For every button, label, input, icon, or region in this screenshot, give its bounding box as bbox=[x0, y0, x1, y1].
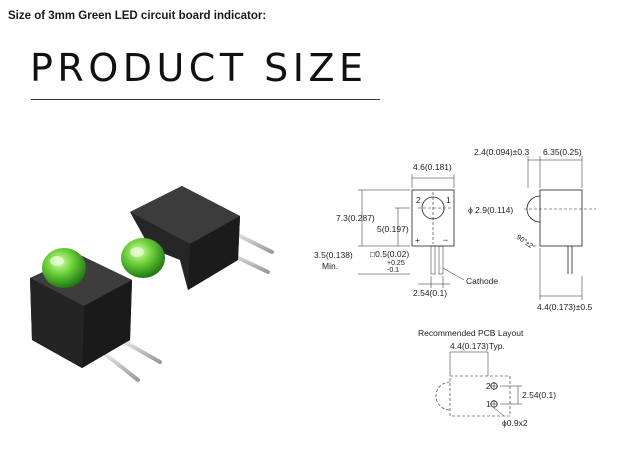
front-lead-dim: □0.5(0.02) bbox=[370, 249, 409, 259]
led-back bbox=[121, 186, 274, 290]
front-pin2-label: 2 bbox=[416, 195, 421, 205]
side-angle-dim: 90°±2° bbox=[515, 233, 537, 252]
page-title: PRODUCT SIZE bbox=[30, 46, 368, 90]
pcb-title: Recommended PCB Layout bbox=[418, 328, 524, 338]
front-width-dim: 4.6(0.181) bbox=[413, 162, 452, 172]
led-front bbox=[30, 248, 162, 382]
front-standoff-dim: 3.5(0.138) bbox=[314, 250, 353, 260]
pcb-width-dim: 4.4(0.173)Typ. bbox=[450, 341, 505, 351]
front-height-dim: 7.3(0.287) bbox=[336, 213, 375, 223]
pcb-pin1-label: 1 bbox=[486, 399, 491, 409]
front-lead-tol-minus: -0.1 bbox=[387, 267, 399, 274]
front-lead-tol-plus: +0.25 bbox=[387, 260, 405, 267]
side-body-dim: 6.35(0.25) bbox=[543, 147, 582, 157]
minus-sign: − bbox=[443, 235, 448, 245]
pcb-pitch-dim: 2.54(0.1) bbox=[522, 390, 556, 400]
plus-sign: + bbox=[415, 235, 420, 245]
pcb-layout: Recommended PCB Layout 4.4(0.173)Typ. 2 … bbox=[418, 328, 556, 428]
pcb-hole-dim: ϕ0.9x2 bbox=[502, 418, 528, 428]
pcb-pin2-label: 2 bbox=[486, 381, 491, 391]
front-pitch-dim: 2.54(0.1) bbox=[413, 288, 447, 298]
front-standoff-note: Min. bbox=[322, 261, 338, 271]
product-photo bbox=[30, 186, 274, 382]
front-pin1-label: 1 bbox=[446, 195, 451, 205]
cathode-label: Cathode bbox=[466, 276, 498, 286]
side-depth-dim: 4.4(0.173)±0.5 bbox=[537, 302, 593, 312]
side-lens-dim: ϕ 2.9(0.114) bbox=[468, 205, 513, 215]
front-lens-center-dim: 5(0.197) bbox=[377, 224, 409, 234]
dimension-drawing: 2 1 + − 4.6(0.181) 7.3(0.287) 5(0.197) 3… bbox=[314, 147, 596, 428]
page-caption: Size of 3mm Green LED circuit board indi… bbox=[8, 10, 267, 22]
side-view: 2.4(0.094)±0.3 6.35(0.25) ϕ 2.9(0.114) 9… bbox=[468, 147, 596, 312]
front-view: 2 1 + − 4.6(0.181) 7.3(0.287) 5(0.197) 3… bbox=[314, 162, 498, 298]
side-offset-dim: 2.4(0.094)±0.3 bbox=[474, 147, 530, 157]
title-divider bbox=[31, 99, 380, 100]
